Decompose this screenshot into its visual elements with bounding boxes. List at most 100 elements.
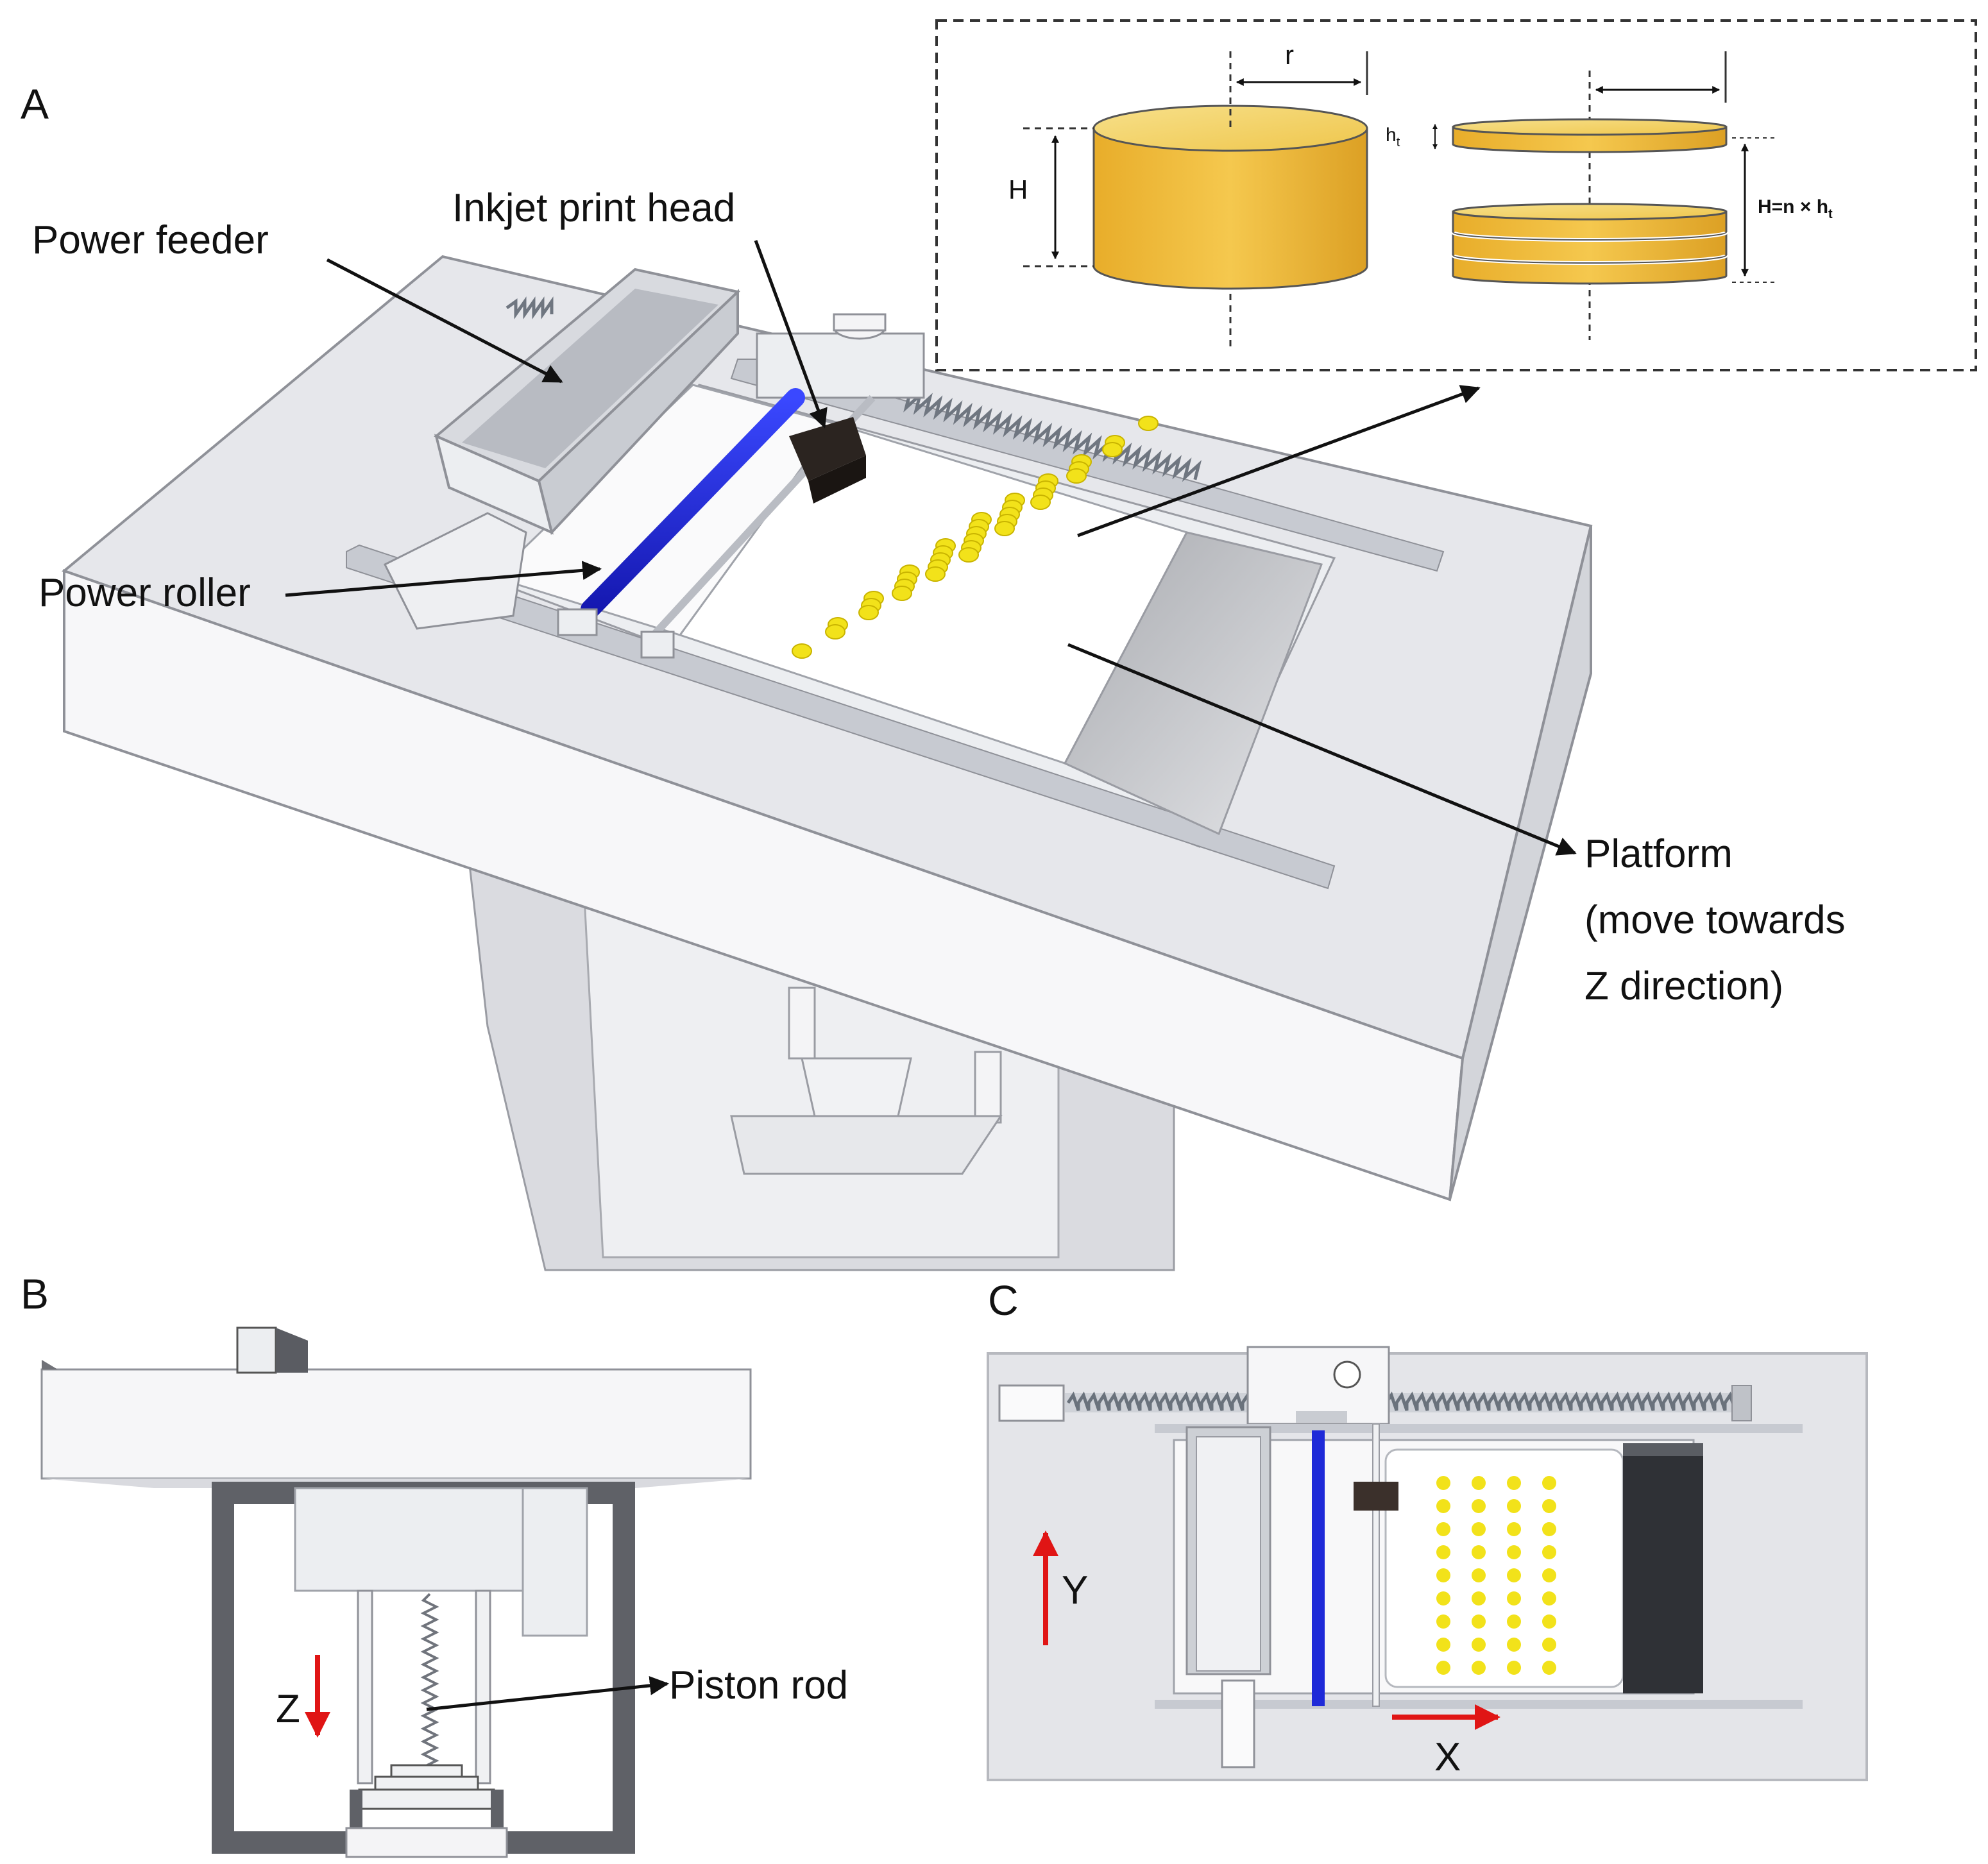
tablet-droplet bbox=[1436, 1499, 1450, 1513]
arrow-piston-rod bbox=[426, 1675, 669, 1711]
tablet-droplet bbox=[1507, 1545, 1521, 1559]
tablet-droplet bbox=[1472, 1568, 1486, 1582]
inkjet-print-head bbox=[789, 417, 866, 504]
tablet-droplet bbox=[858, 605, 879, 620]
layer-formula-label: H=n × ht bbox=[1758, 196, 1833, 221]
tablet-droplet bbox=[1507, 1614, 1521, 1629]
arrow-power-feeder bbox=[326, 258, 563, 384]
tablet-droplet bbox=[1507, 1499, 1521, 1513]
tablet-droplet bbox=[1102, 442, 1123, 457]
tablet-droplet bbox=[1542, 1661, 1556, 1675]
tablet-droplet bbox=[925, 566, 946, 582]
rod-mount bbox=[640, 631, 675, 659]
radius-label: r bbox=[1285, 40, 1294, 70]
panel-c: C bbox=[987, 1276, 1868, 1781]
layer-thickness-label: ht bbox=[1386, 124, 1400, 149]
lead-screw bbox=[897, 389, 1202, 482]
tablet-droplet bbox=[1507, 1638, 1521, 1652]
label-platform-line3: Z direction) bbox=[1584, 964, 1783, 1008]
printer-3d-model bbox=[61, 255, 1593, 1271]
piston-rod-right bbox=[974, 1051, 1002, 1124]
tablet-droplet bbox=[1507, 1591, 1521, 1606]
carriage-block bbox=[756, 332, 925, 399]
tablet-layers: H=n × ht bbox=[1432, 51, 1833, 340]
tablet-geometry-inset: r H ht bbox=[935, 19, 1977, 371]
printed-tablets bbox=[792, 416, 1159, 659]
tablet-droplet bbox=[792, 643, 812, 659]
arrow-inkjet-print-head bbox=[754, 240, 828, 428]
inset-frame bbox=[935, 19, 1977, 371]
tablet-droplet bbox=[1542, 1614, 1556, 1629]
top-roller bbox=[1312, 1430, 1325, 1706]
tablet-droplet bbox=[1507, 1661, 1521, 1675]
piston-rod-spring bbox=[420, 1593, 439, 1788]
tablet-droplet bbox=[1030, 495, 1051, 510]
tablet-droplet bbox=[1472, 1638, 1486, 1652]
height-label: H bbox=[1008, 174, 1028, 205]
label-power-feeder: Power feeder bbox=[32, 218, 269, 262]
tablet-droplet bbox=[1542, 1499, 1556, 1513]
printer-side-view bbox=[40, 1326, 752, 1858]
panel-a: A bbox=[21, 19, 1977, 1271]
panel-label-b: B bbox=[21, 1270, 49, 1318]
piston-block bbox=[801, 1057, 912, 1117]
panel-b: B Z bbox=[21, 1270, 848, 1858]
arrow-to-inset bbox=[1077, 385, 1481, 538]
powder-feeder-hopper bbox=[383, 267, 741, 630]
tablet-droplet bbox=[1542, 1522, 1556, 1536]
tablet-droplet bbox=[1436, 1568, 1450, 1582]
right-face bbox=[1449, 525, 1592, 1200]
y-axis-label: Y bbox=[1062, 1568, 1088, 1613]
piston-base bbox=[730, 1115, 1003, 1175]
tablet-droplet bbox=[1472, 1545, 1486, 1559]
tablet-droplet bbox=[1542, 1568, 1556, 1582]
tablet-droplet bbox=[1472, 1661, 1486, 1675]
lead-screw-feeder bbox=[505, 296, 554, 319]
tablet-droplet bbox=[1066, 468, 1087, 484]
printer-top-view bbox=[987, 1346, 1868, 1781]
top-print-head bbox=[1354, 1482, 1398, 1511]
tablet-droplet bbox=[1507, 1522, 1521, 1536]
panel-label-a: A bbox=[21, 80, 49, 128]
tablet-droplet bbox=[1436, 1661, 1450, 1675]
tablet-droplet bbox=[1542, 1591, 1556, 1606]
label-platform-line2: (move towards bbox=[1584, 898, 1846, 942]
z-axis-label: Z bbox=[276, 1687, 300, 1731]
tablet-droplet bbox=[1507, 1568, 1521, 1582]
tablet-droplet bbox=[1472, 1499, 1486, 1513]
tablet-droplet bbox=[1436, 1522, 1450, 1536]
label-power-roller: Power roller bbox=[38, 571, 251, 615]
tablet-droplet bbox=[1436, 1638, 1450, 1652]
tablet-droplet bbox=[1436, 1614, 1450, 1629]
tablet-droplet bbox=[1542, 1638, 1556, 1652]
tablet-droplet bbox=[1472, 1614, 1486, 1629]
panel-label-c: C bbox=[988, 1276, 1019, 1324]
powder-roller bbox=[581, 388, 805, 619]
tablet-droplet bbox=[1436, 1591, 1450, 1606]
tablet-droplet bbox=[1436, 1545, 1450, 1559]
top-lead-screw bbox=[1066, 1391, 1737, 1411]
tablet-droplet bbox=[1472, 1522, 1486, 1536]
arrow-power-roller bbox=[285, 561, 602, 597]
label-piston-rod: Piston rod bbox=[669, 1663, 848, 1707]
tablet-droplet bbox=[825, 624, 845, 640]
label-platform-line1: Platform bbox=[1584, 832, 1733, 876]
tablet-droplet bbox=[1542, 1545, 1556, 1559]
tablet-droplet bbox=[994, 521, 1015, 536]
tablet-droplet bbox=[958, 547, 979, 563]
label-inkjet-print-head: Inkjet print head bbox=[452, 186, 735, 230]
tablet-droplet bbox=[1542, 1476, 1556, 1490]
tablet-full: r H ht bbox=[1008, 40, 1400, 346]
tablet-droplet bbox=[1472, 1591, 1486, 1606]
arrow-platform bbox=[1067, 643, 1577, 856]
tablet-droplet bbox=[1138, 416, 1159, 431]
tablet-droplet bbox=[1436, 1476, 1450, 1490]
roller-mount bbox=[557, 608, 598, 636]
tablet-droplet bbox=[892, 586, 912, 601]
tablet-droplet bbox=[1507, 1476, 1521, 1490]
overflow-pit bbox=[1063, 531, 1323, 836]
x-axis-label: X bbox=[1434, 1735, 1461, 1779]
top-view-tablets bbox=[1436, 1476, 1556, 1675]
tablet-droplet bbox=[1472, 1476, 1486, 1490]
